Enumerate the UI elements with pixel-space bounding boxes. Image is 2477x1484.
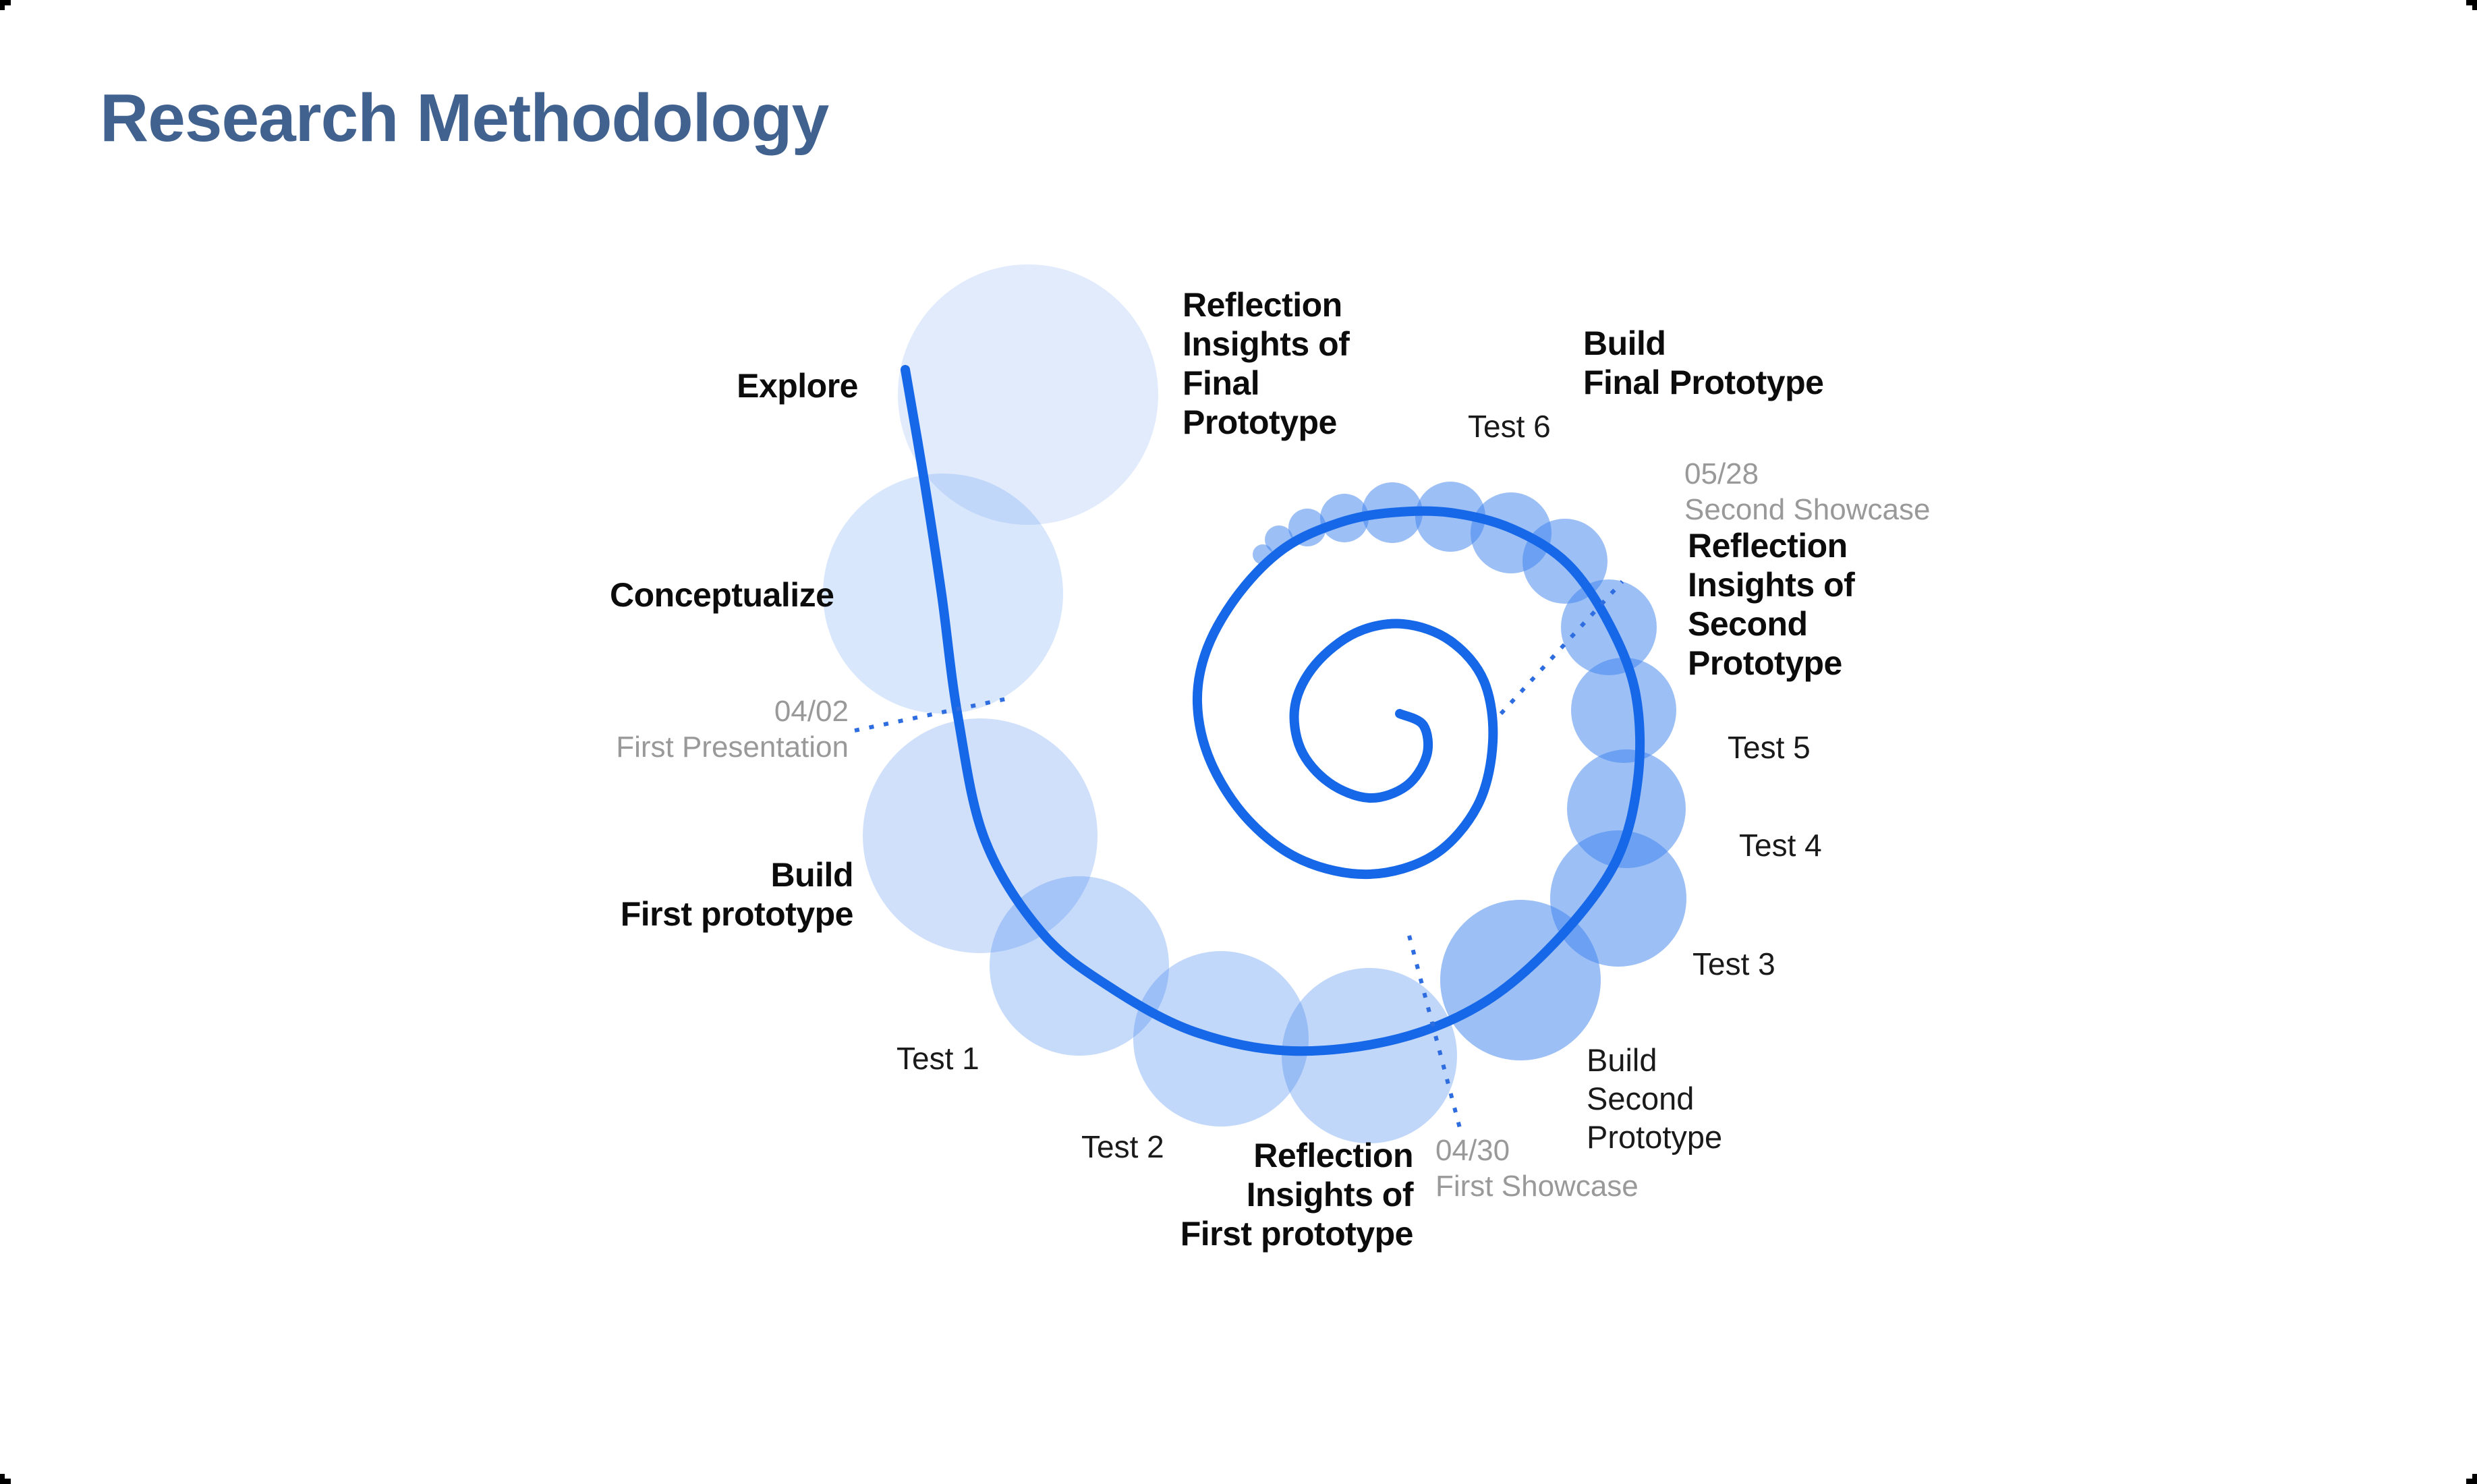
label-line: Test 2 xyxy=(1081,1129,1164,1164)
label-line: Reflection xyxy=(1183,286,1342,324)
label-line: Explore xyxy=(737,367,858,405)
stage-circle-explore xyxy=(898,264,1158,525)
corner-mark-top-right xyxy=(2466,0,2477,5)
stage-circle-test-3 xyxy=(1550,830,1686,967)
label-build-first-prototype: Build First prototype xyxy=(620,855,854,934)
label-line: Build xyxy=(770,856,854,894)
label-line: Second xyxy=(1587,1081,1695,1116)
event-line: First Showcase xyxy=(1435,1170,1639,1203)
label-line: First prototype xyxy=(1180,1215,1414,1253)
corner-mark-bottom-left xyxy=(0,1474,5,1479)
corner-mark-top-right xyxy=(2472,5,2477,10)
label-line: Conceptualize xyxy=(610,576,834,614)
label-reflection-final-prototype: Reflection Insights of Final Prototype xyxy=(1183,285,1350,442)
label-line: Insights of xyxy=(1246,1176,1414,1214)
label-explore: Explore xyxy=(737,366,858,405)
spiral-curve xyxy=(901,365,1645,1056)
label-build-second-prototype: Build Second Prototype xyxy=(1587,1041,1722,1156)
date-line: 04/02 xyxy=(774,695,849,728)
label-line: First prototype xyxy=(620,895,854,933)
label-line: Build xyxy=(1587,1042,1657,1078)
label-line: Final Prototype xyxy=(1583,364,1824,401)
label-line: Insights of xyxy=(1688,566,1855,604)
label-test-1: Test 1 xyxy=(896,1041,979,1076)
label-conceptualize: Conceptualize xyxy=(610,575,834,615)
label-reflection-first-prototype: Reflection Insights of First prototype xyxy=(1180,1136,1414,1253)
corner-mark-bottom-right xyxy=(2466,1479,2477,1484)
corner-mark-bottom-left xyxy=(0,1479,11,1484)
stage-circle-reflection-first xyxy=(1282,968,1457,1143)
dotted-line-marker-first-showcase xyxy=(1407,935,1462,1129)
label-first-showcase-date: 04/30 First Showcase xyxy=(1435,1133,1639,1204)
label-build-final-prototype: Build Final Prototype xyxy=(1583,324,1824,402)
event-line: First Presentation xyxy=(616,731,849,764)
corner-mark-top-left xyxy=(0,5,5,10)
label-test-3: Test 3 xyxy=(1692,946,1775,981)
label-test-4: Test 4 xyxy=(1739,828,1822,863)
label-line: Reflection xyxy=(1688,527,1848,565)
label-line: Test 1 xyxy=(896,1041,979,1076)
page-title: Research Methodology xyxy=(100,80,829,156)
label-line: Second xyxy=(1688,605,1808,643)
label-line: Test 3 xyxy=(1692,946,1775,981)
date-line: 04/30 xyxy=(1435,1134,1510,1167)
corner-mark-bottom-right xyxy=(2472,1474,2477,1479)
label-line: Test 5 xyxy=(1728,730,1811,765)
stage-circle-test-5 xyxy=(1571,658,1676,763)
label-line: Test 6 xyxy=(1468,409,1551,444)
label-second-showcase-date: 05/28 Second Showcase xyxy=(1684,456,1930,527)
stage-circle-test-4 xyxy=(1567,749,1686,868)
label-test-2: Test 2 xyxy=(1081,1129,1164,1164)
label-line: Build xyxy=(1583,324,1666,362)
label-line: Prototype xyxy=(1587,1119,1723,1155)
date-line: 05/28 xyxy=(1684,457,1759,490)
label-line: Test 4 xyxy=(1739,828,1822,863)
label-line: Reflection xyxy=(1253,1137,1413,1174)
dotted-line-marker-second-showcase xyxy=(1499,579,1624,716)
label-line: Prototype xyxy=(1183,403,1337,441)
label-line: Prototype xyxy=(1688,644,1842,682)
event-line: Second Showcase xyxy=(1684,493,1931,526)
label-first-presentation-date: 04/02 First Presentation xyxy=(616,693,849,765)
label-test-6: Test 6 xyxy=(1468,409,1551,444)
label-reflection-second-prototype: Reflection Insights of Second Prototype xyxy=(1688,526,1855,683)
corner-mark-top-left xyxy=(0,0,11,5)
label-test-5: Test 5 xyxy=(1728,730,1811,765)
label-line: Final xyxy=(1183,364,1260,402)
label-line: Insights of xyxy=(1183,325,1350,363)
